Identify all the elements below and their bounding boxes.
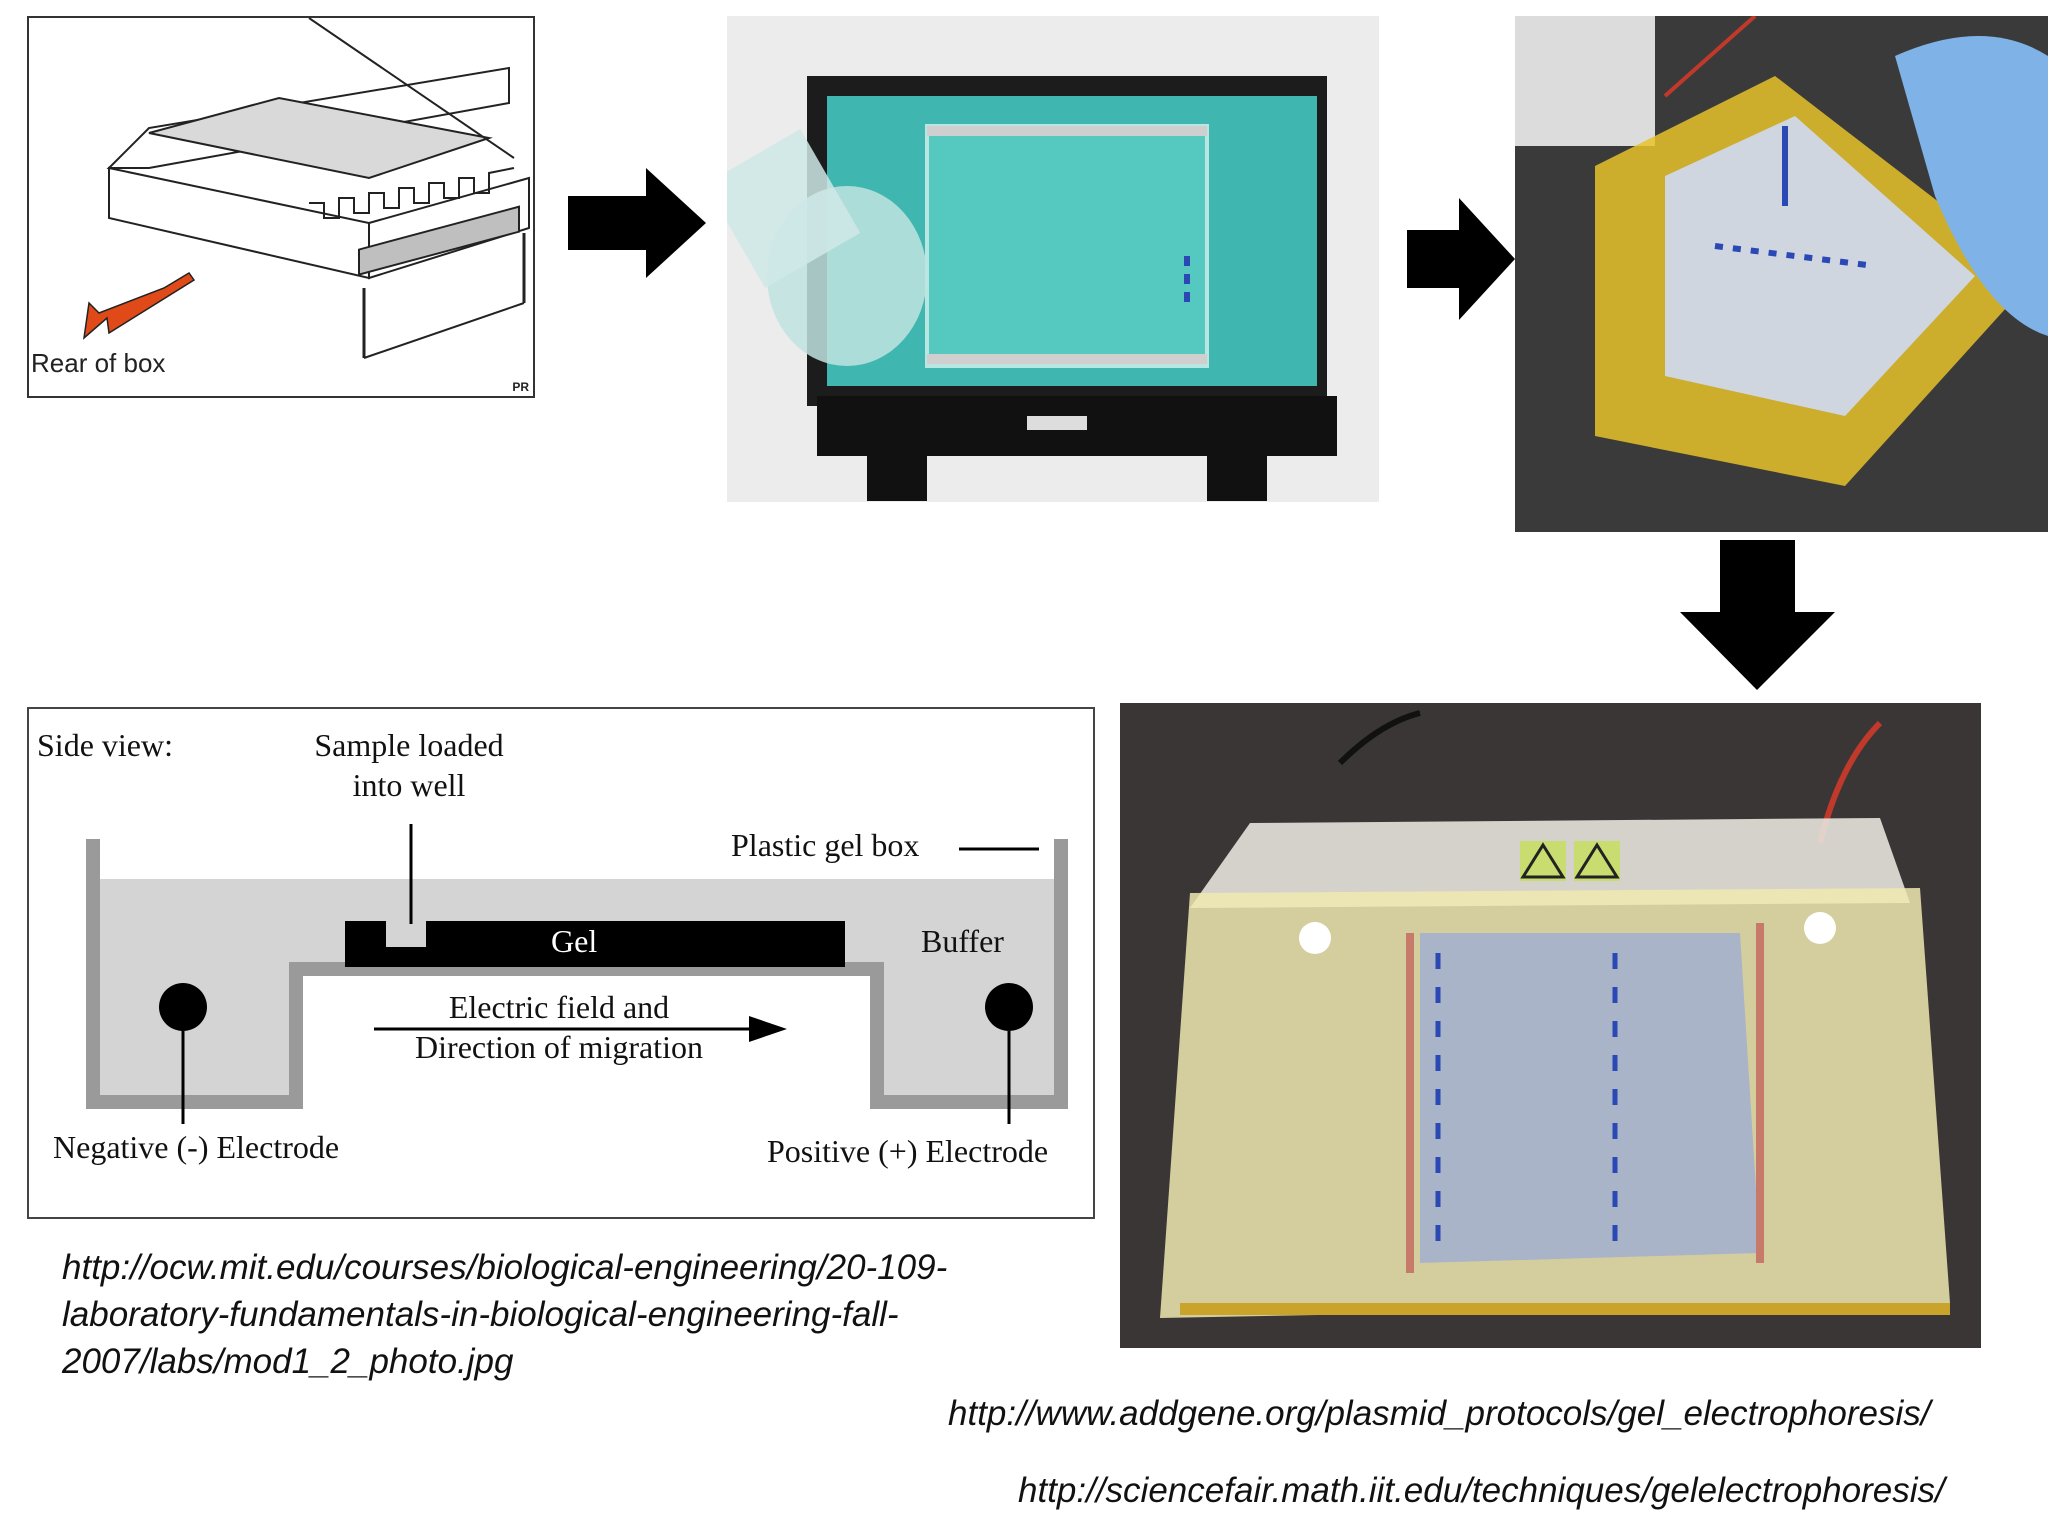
loading-samples-photo [1515, 16, 2048, 532]
sample-label: Sample loaded into well [299, 725, 519, 805]
pouring-buffer-photo [727, 16, 1379, 502]
red-arrow-icon [82, 272, 196, 340]
right-arrow-icon [568, 168, 706, 278]
mit-url-line2[interactable]: laboratory-fundamentals-in-biological-en… [62, 1295, 899, 1334]
down-arrow-icon [1680, 540, 1835, 690]
field-label: Electric field and Direction of migratio… [369, 987, 749, 1067]
side-view-diagram: Side view: Sample loaded into well Plast… [27, 707, 1095, 1219]
running-gel-photo [1120, 703, 1981, 1348]
side-view-heading: Side view: [37, 727, 173, 763]
positive-electrode [985, 983, 1033, 1031]
negative-electrode [159, 983, 207, 1031]
mit-url[interactable]: http://ocw.mit.edu/courses/biological-en… [62, 1244, 947, 1385]
field-label-line2: Direction of migration [415, 1029, 703, 1065]
sketch-label: Rear of box [31, 348, 166, 378]
sketch-corner-mark: PR [512, 380, 529, 394]
buffer-label: Buffer [921, 923, 1004, 959]
mit-url-line3[interactable]: 2007/labs/mod1_2_photo.jpg [62, 1342, 514, 1381]
field-label-line1: Electric field and [448, 989, 670, 1025]
negative-electrode-label: Negative (-) Electrode [53, 1129, 340, 1165]
sample-label-line1: Sample loaded [314, 727, 504, 763]
sample-label-line2: into well [352, 767, 466, 803]
gel-label: Gel [551, 923, 598, 960]
addgene-url[interactable]: http://www.addgene.org/plasmid_protocols… [948, 1394, 1931, 1433]
box-label: Plastic gel box [731, 827, 920, 863]
right-arrow-icon [1407, 198, 1515, 320]
casting-tray-sketch: Rear of box PR [27, 16, 535, 398]
positive-electrode-label: Positive (+) Electrode [767, 1133, 1049, 1169]
warning-icon [1520, 841, 1620, 881]
mit-url-line1[interactable]: http://ocw.mit.edu/courses/biological-en… [62, 1248, 948, 1287]
iit-url[interactable]: http://sciencefair.math.iit.edu/techniqu… [1018, 1471, 1945, 1510]
